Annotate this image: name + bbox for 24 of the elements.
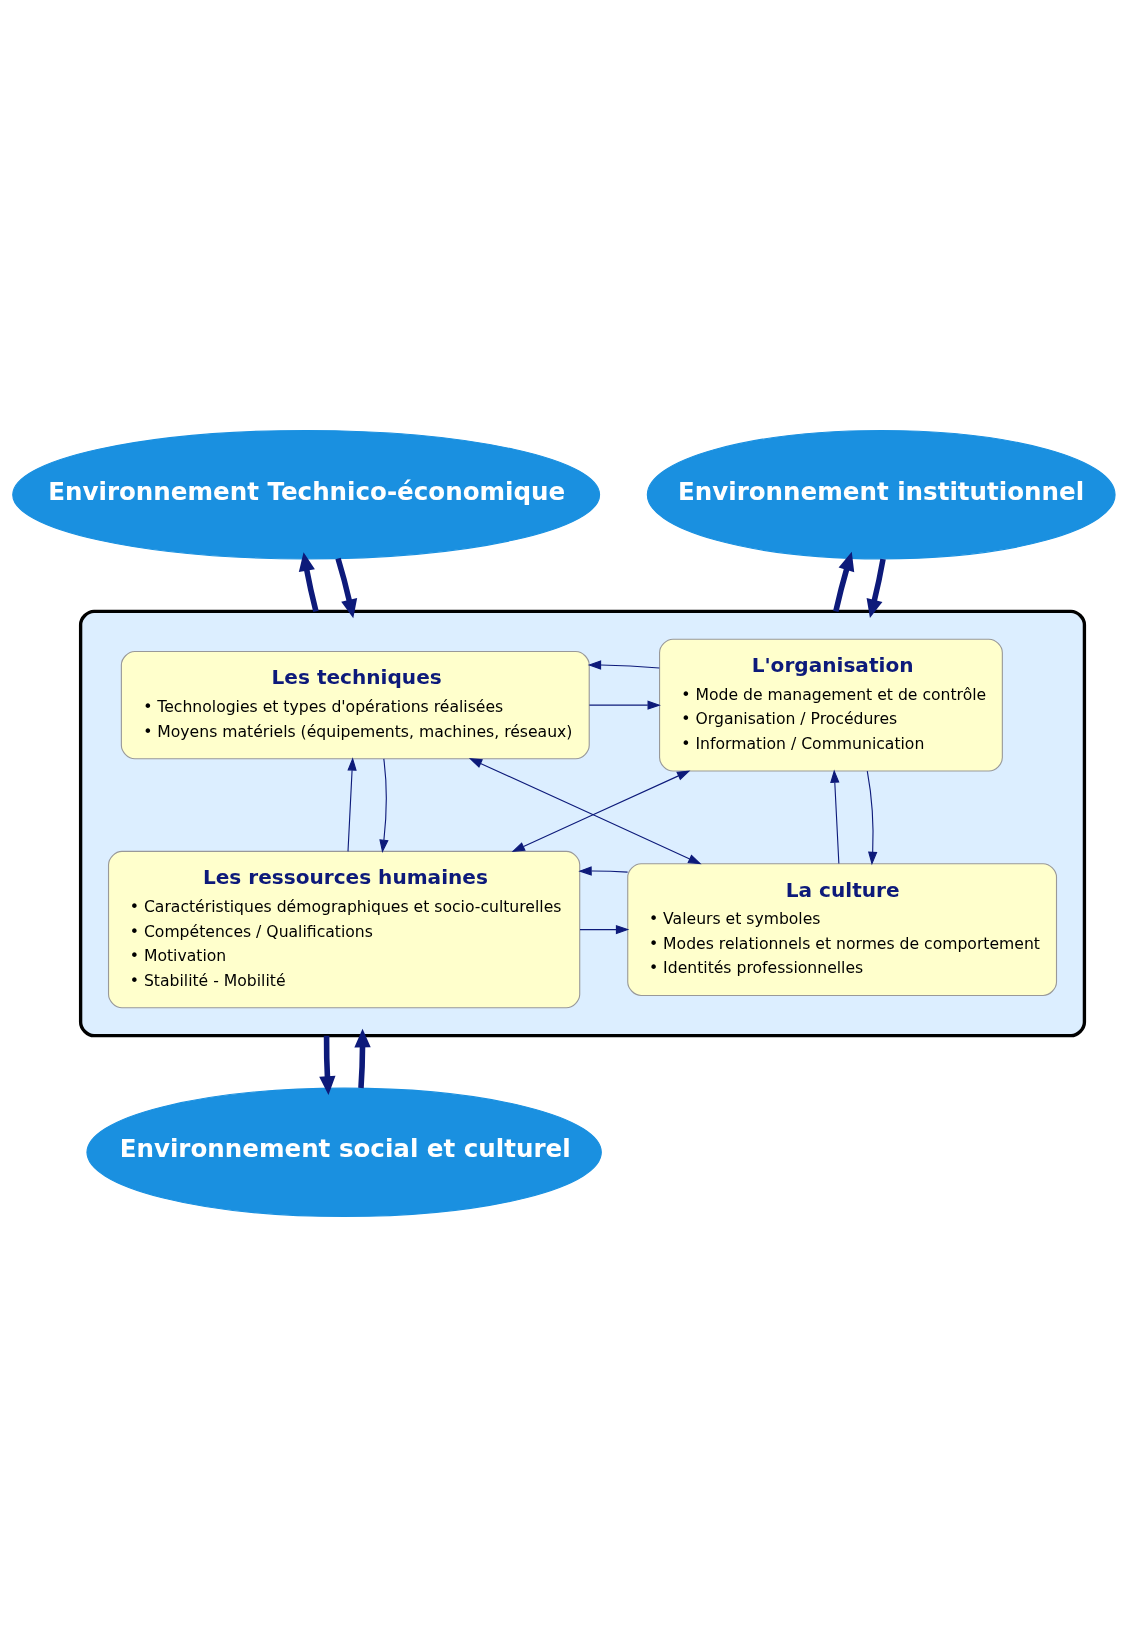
node-box: Les ressources humaines • Caractéristiques démographiques et socio-culturelles • Compétences / Qualifications • Motivation • Stabilité - Mobilité — [107, 850, 581, 1009]
arrow — [587, 660, 660, 670]
arrow — [354, 1028, 371, 1089]
arrow — [830, 769, 840, 865]
arrow — [579, 924, 630, 935]
arrow — [347, 757, 357, 852]
arrow — [468, 758, 702, 865]
arrow — [335, 557, 358, 619]
arrow — [866, 558, 886, 619]
node-ellipse: Environnement Technico-économique — [12, 429, 601, 560]
arrow — [319, 1035, 336, 1095]
cluster — [78, 609, 1087, 1038]
arrow — [298, 552, 319, 613]
node-ellipse: Environnement institutionnel — [646, 429, 1116, 560]
node-box: Les techniques • Technologies et types d'opérations réalisées • Moyens matériels (équipements, machines, réseaux) — [120, 651, 590, 760]
node-box: La culture • Valeurs et symboles • Modes relationnels et normes de comportement • Identités professionnelles — [627, 863, 1058, 996]
arrow — [588, 700, 661, 710]
node-box: L'organisation • Mode de management et de contrôle • Organisation / Procédures • Information / Communication — [659, 638, 1003, 772]
arrow — [578, 866, 629, 876]
arrow — [511, 770, 691, 853]
node-ellipse: Environnement social et culturel — [86, 1087, 602, 1218]
arrow — [833, 551, 855, 612]
arrow — [379, 758, 389, 854]
arrow — [866, 770, 878, 866]
